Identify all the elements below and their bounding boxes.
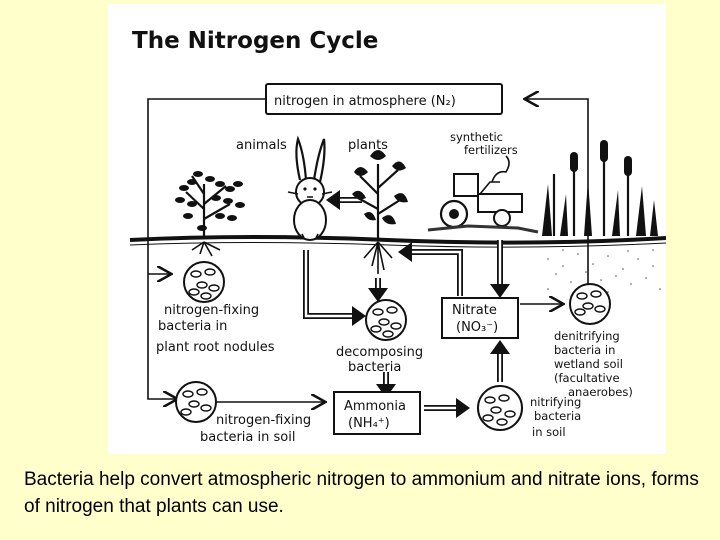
denitrifying-label-line3: wetland soil (554, 357, 623, 371)
atmosphere-label: nitrogen in atmosphere (N₂) (274, 94, 456, 109)
denitrifying-label-line2: bacteria in (554, 343, 615, 357)
nitrifying-label-line3: in soil (532, 425, 566, 439)
fertilizers-label-line1: synthetic (450, 130, 503, 144)
decomposing-bacteria-icon (366, 300, 406, 340)
nodule-label-line3: plant root nodules (156, 340, 275, 355)
nitrate-label: Nitrate (452, 303, 497, 318)
cattails-icon (542, 140, 658, 236)
nitrifying-bacteria-icon (478, 386, 522, 430)
soil-fixing-label-line2: bacteria in soil (200, 430, 295, 445)
fertilizer-to-nitrate-arrow (490, 240, 510, 298)
wetland-soil-texture (547, 249, 661, 293)
ammonia-label: Ammonia (344, 399, 406, 414)
plants-label: plants (348, 138, 388, 153)
ammonia-formula: (NH₄⁺) (348, 416, 390, 431)
nodule-label-line2: bacteria in (158, 319, 227, 334)
plant-roots (364, 242, 392, 274)
nodule-label-line1: nitrogen-fixing (164, 303, 259, 318)
denitrifying-label-line4: (facultative (554, 371, 620, 385)
nitrate-formula: (NO₃⁻) (456, 320, 498, 335)
legume-roots (192, 242, 220, 256)
soil-fixing-label-line1: nitrogen-fixing (216, 413, 311, 428)
nitrifying-label-line2: bacteria (534, 409, 581, 423)
nitrifying-to-nitrate-arrow (490, 340, 510, 382)
caption: Bacteria help convert atmospheric nitrog… (24, 466, 704, 520)
legume-plant-icon (175, 171, 245, 238)
decomposing-label-line2: bacteria (348, 360, 401, 375)
tractor-icon (428, 156, 538, 232)
denitrification-to-atmosphere-arrow (526, 99, 588, 284)
ground-line (130, 237, 666, 243)
decomposing-label-line1: decomposing (336, 345, 423, 360)
denitrifying-label-line1: denitrifying (554, 329, 620, 343)
soil-fixing-bacteria-icon (176, 382, 216, 422)
animals-label: animals (236, 138, 287, 153)
animals-to-decomposing-arrow (368, 278, 388, 302)
plant-icon (352, 150, 408, 238)
root-nodule-bacteria-icon (184, 262, 224, 302)
denitrifying-bacteria-icon (570, 284, 610, 324)
ammonia-to-nitrifying-arrow (424, 398, 470, 418)
plant-to-decomposing-arrow (306, 250, 366, 326)
nitrifying-label-line1: nitrifying (530, 395, 581, 409)
nitrate-to-plant-arrow (398, 242, 460, 296)
diagram-title: The Nitrogen Cycle (132, 28, 378, 54)
rabbit-icon (288, 139, 332, 240)
nitrogen-cycle-diagram: The Nitrogen Cycle nitrogen in atmospher… (108, 4, 666, 454)
fertilizers-label-line2: fertilizers (464, 143, 518, 157)
